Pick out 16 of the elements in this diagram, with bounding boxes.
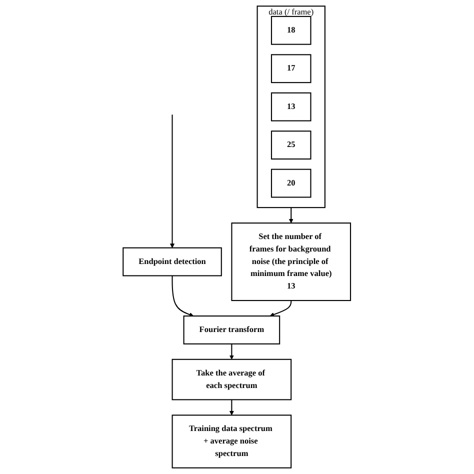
arrow [172,276,194,317]
arrow [170,114,175,248]
node-box: 25 [271,130,312,160]
node-box: Training data spectrum + average noise spectrum [172,414,292,468]
node-box: Set the number of frames for background noise (the principle of minimum frame value) 13 [231,222,352,302]
arrow [230,400,234,416]
arrow [270,300,292,317]
node-box: Take the average of each spectrum [172,358,292,400]
arrow [289,208,294,224]
node-box: 13 [271,92,312,122]
node-box: Endpoint detection [122,247,222,276]
node-box: Fourier transform [183,316,280,344]
node-box: 18 [271,16,312,45]
arrow [230,344,234,360]
node-box: 20 [271,168,312,198]
node-box: 17 [271,54,312,84]
